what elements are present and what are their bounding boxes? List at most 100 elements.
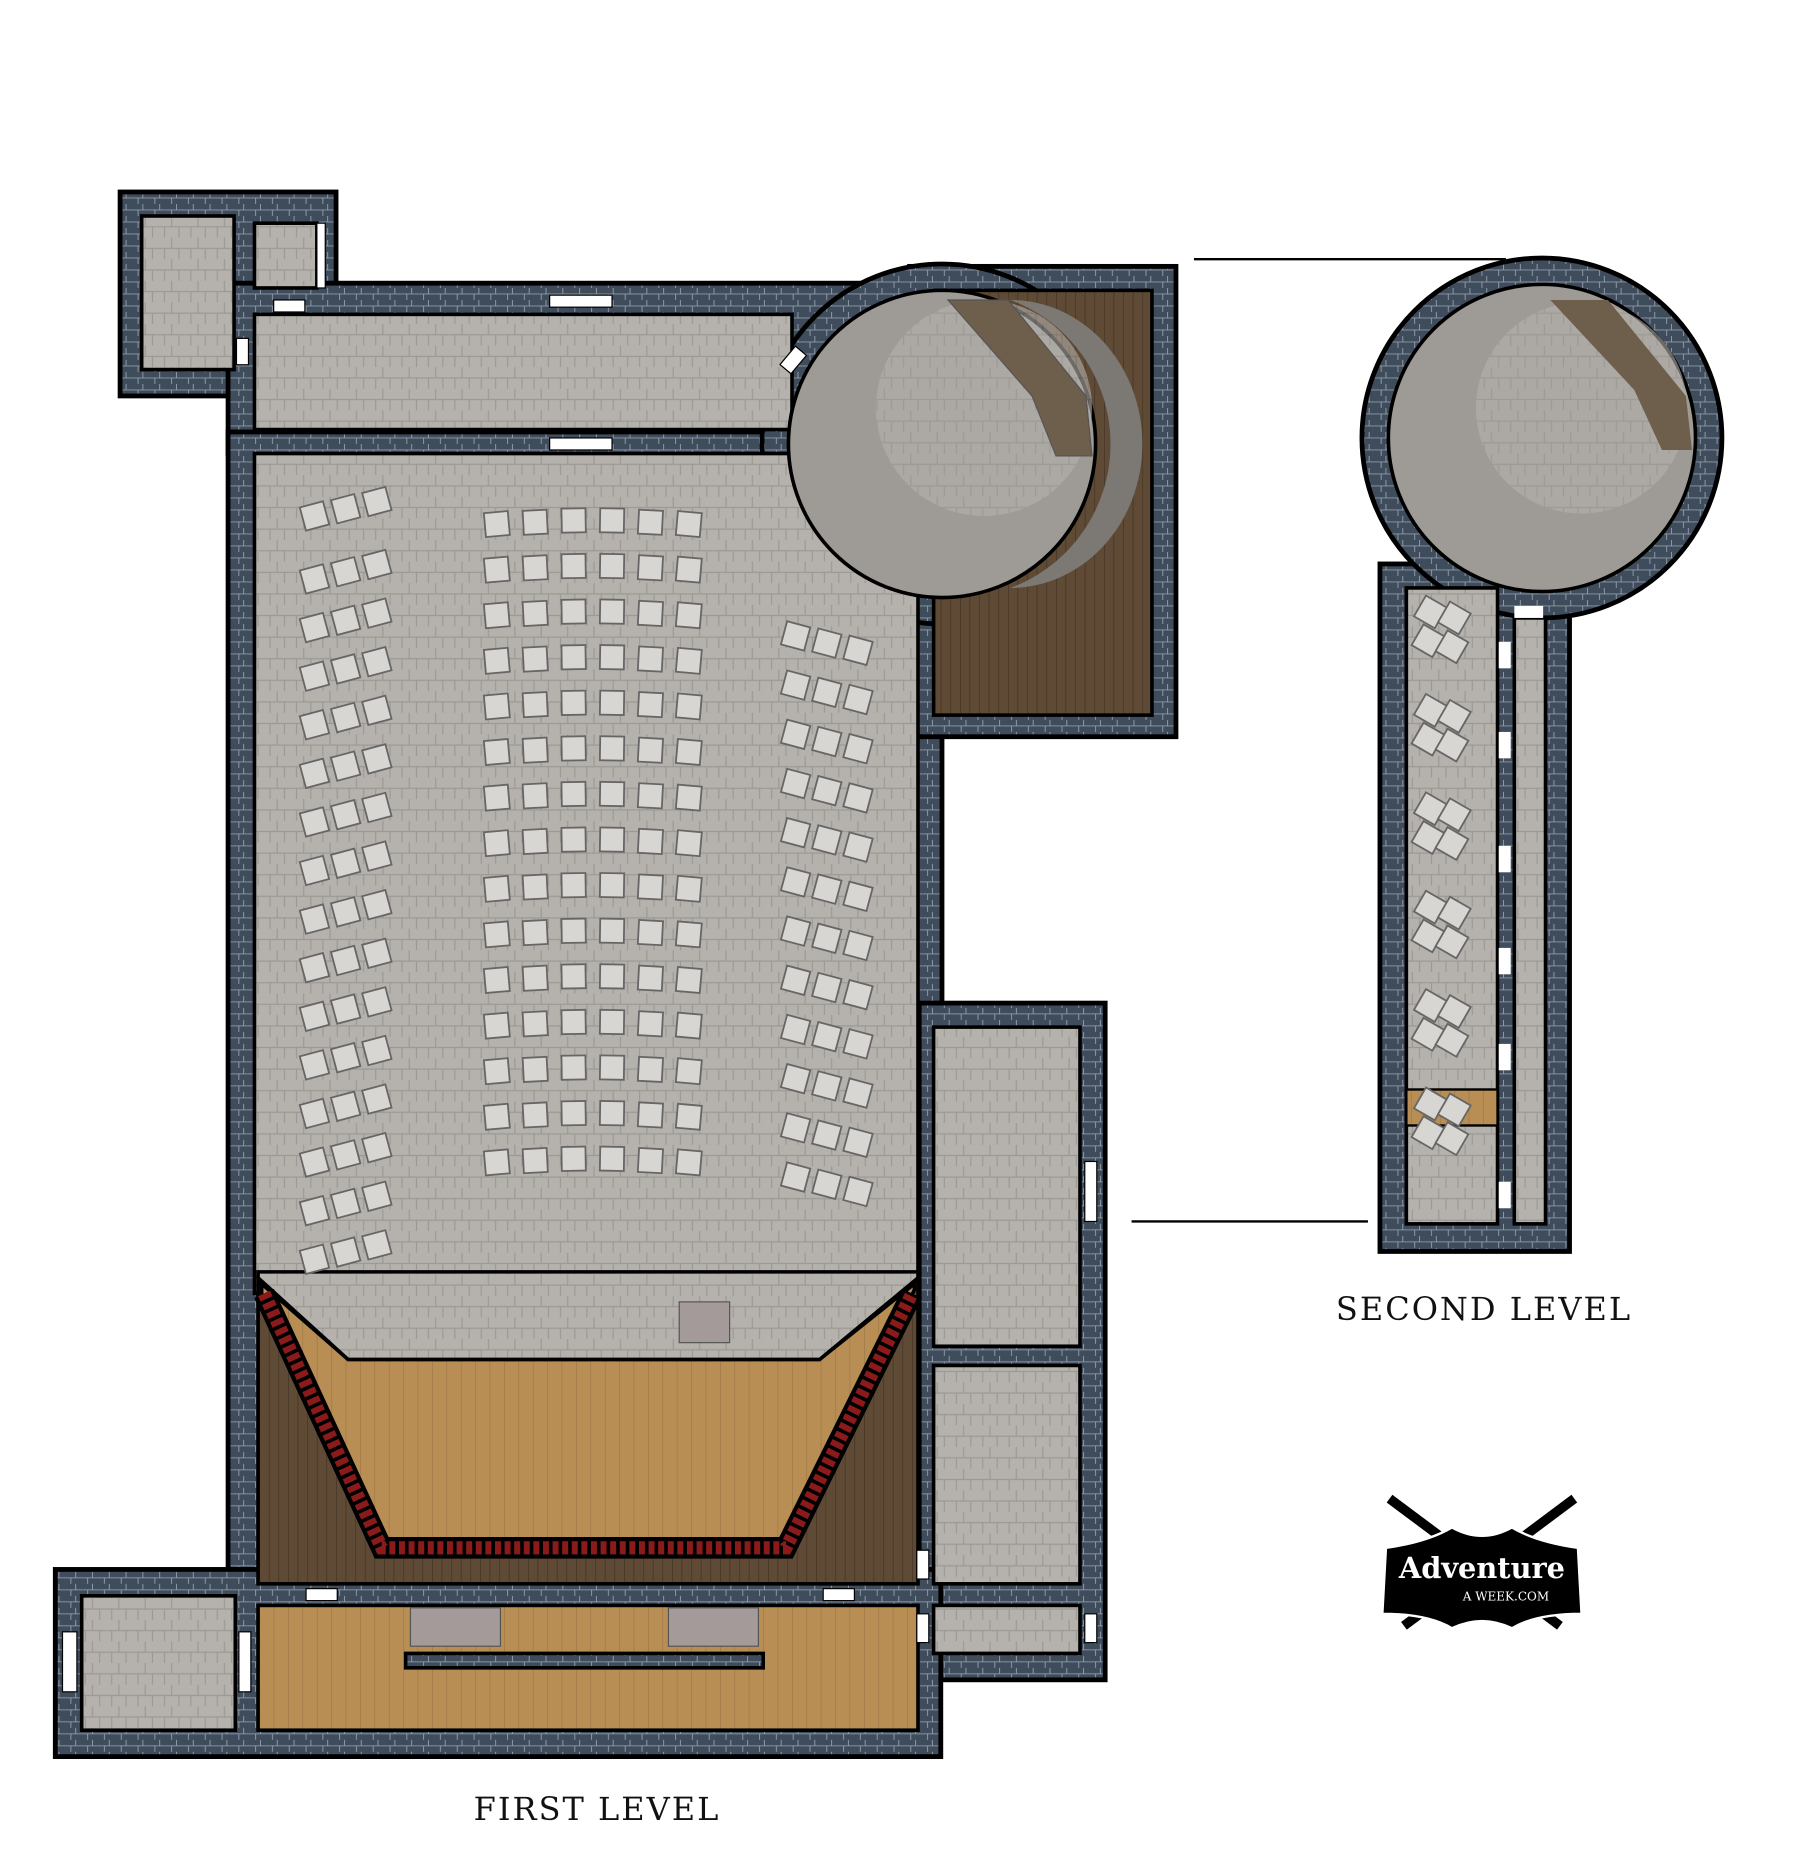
seat bbox=[361, 888, 393, 921]
seat bbox=[521, 1101, 549, 1129]
seat bbox=[298, 500, 331, 532]
seat bbox=[636, 873, 664, 901]
seat bbox=[521, 599, 549, 627]
lobby bbox=[256, 1603, 920, 1733]
seat bbox=[598, 1054, 626, 1081]
seat bbox=[560, 552, 587, 580]
seat bbox=[361, 937, 393, 970]
seat bbox=[842, 1126, 874, 1159]
seat bbox=[482, 738, 511, 766]
seat bbox=[521, 782, 549, 810]
seat bbox=[482, 646, 511, 675]
seat bbox=[1436, 797, 1472, 833]
door bbox=[1498, 1043, 1511, 1071]
seating bbox=[298, 485, 874, 1276]
seat bbox=[560, 780, 587, 808]
seat bbox=[636, 599, 664, 627]
seat bbox=[811, 922, 843, 955]
seat bbox=[361, 548, 393, 581]
seat bbox=[598, 507, 626, 534]
seat bbox=[811, 824, 843, 856]
seat bbox=[560, 917, 587, 944]
seat bbox=[560, 735, 587, 762]
seat bbox=[329, 750, 362, 782]
seat bbox=[779, 767, 812, 800]
seat bbox=[636, 1101, 664, 1129]
seat bbox=[521, 508, 549, 536]
stage-apron bbox=[256, 1270, 920, 1362]
seat bbox=[482, 920, 511, 949]
side-room-2 bbox=[931, 1363, 1082, 1586]
seat bbox=[361, 1180, 393, 1213]
seat bbox=[779, 718, 812, 751]
seat bbox=[779, 620, 812, 652]
svg-text:Adventure: Adventure bbox=[1398, 1551, 1565, 1585]
seat bbox=[329, 1187, 362, 1220]
seat bbox=[329, 798, 362, 831]
seat bbox=[521, 554, 549, 582]
seat bbox=[636, 1055, 664, 1083]
seat bbox=[560, 644, 587, 671]
closet-right bbox=[252, 221, 319, 290]
seat bbox=[674, 874, 703, 903]
seat bbox=[811, 627, 843, 659]
seat bbox=[598, 644, 626, 671]
seat bbox=[674, 920, 703, 949]
seat bbox=[674, 966, 703, 994]
seat bbox=[361, 743, 393, 775]
seat bbox=[779, 669, 812, 701]
seat bbox=[779, 1062, 812, 1095]
seat bbox=[779, 816, 812, 849]
door bbox=[1498, 845, 1511, 873]
seat bbox=[329, 896, 362, 928]
seat bbox=[482, 1011, 511, 1040]
seat bbox=[811, 676, 843, 709]
seat bbox=[298, 806, 331, 838]
seat bbox=[521, 1147, 549, 1175]
seat bbox=[560, 826, 587, 853]
seat bbox=[482, 1102, 511, 1131]
seat bbox=[361, 840, 393, 872]
seat bbox=[521, 691, 549, 719]
seat bbox=[636, 691, 664, 719]
seat bbox=[636, 508, 664, 536]
seat bbox=[598, 735, 626, 762]
seat bbox=[298, 1000, 331, 1033]
seat bbox=[811, 1168, 843, 1201]
seat bbox=[329, 1139, 362, 1171]
seat bbox=[636, 1147, 664, 1175]
seat bbox=[298, 757, 331, 790]
seat bbox=[298, 708, 331, 741]
seat bbox=[329, 993, 362, 1025]
seat bbox=[361, 645, 393, 678]
seat bbox=[482, 874, 511, 903]
seat bbox=[560, 689, 587, 716]
seat bbox=[636, 554, 664, 582]
seat bbox=[779, 1112, 812, 1144]
seat bbox=[298, 563, 331, 595]
seat bbox=[521, 736, 549, 764]
seat bbox=[560, 963, 587, 990]
seat bbox=[329, 492, 362, 525]
seat bbox=[560, 872, 587, 899]
seat bbox=[674, 738, 703, 766]
seat bbox=[482, 1057, 511, 1086]
seat bbox=[1436, 993, 1472, 1030]
seat bbox=[674, 829, 703, 858]
seat bbox=[361, 1083, 393, 1115]
seat bbox=[779, 1013, 812, 1046]
lobby-side-room bbox=[79, 1594, 238, 1733]
seat bbox=[842, 683, 874, 716]
seat bbox=[560, 1008, 587, 1036]
seat bbox=[811, 1070, 843, 1102]
seat bbox=[598, 1145, 626, 1172]
seat bbox=[361, 986, 393, 1018]
first-level-floors bbox=[79, 214, 1154, 1733]
adventure-a-week-logo: Adventure A WEEK.COM bbox=[1381, 1494, 1583, 1630]
seat bbox=[298, 1049, 331, 1081]
seat bbox=[361, 694, 393, 727]
seat bbox=[521, 645, 549, 673]
seat bbox=[598, 552, 626, 580]
seat bbox=[674, 1148, 703, 1177]
